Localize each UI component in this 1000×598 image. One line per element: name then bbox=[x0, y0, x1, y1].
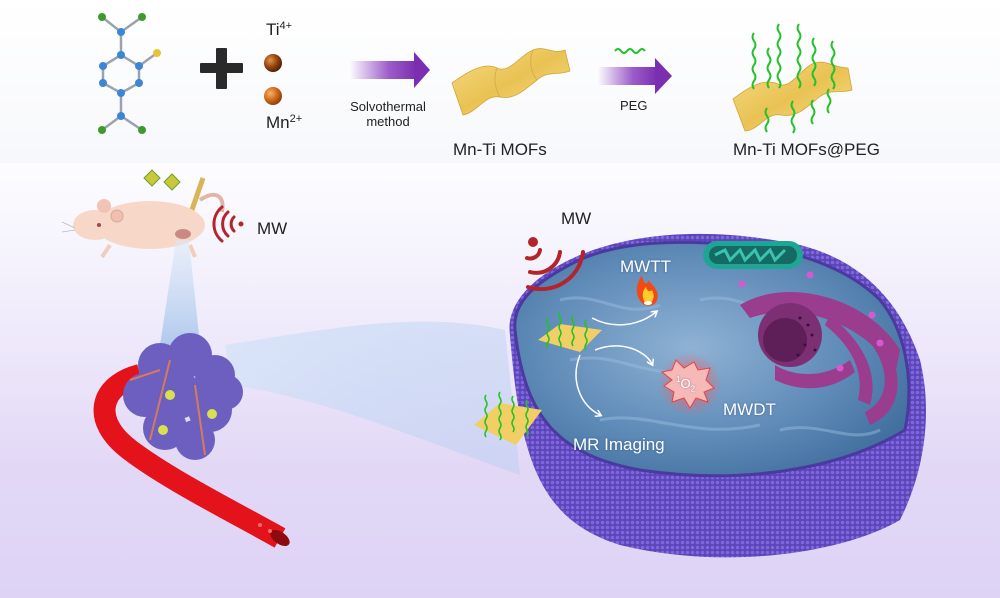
mof-in-cell-icon bbox=[538, 311, 602, 352]
tumor-cluster-icon bbox=[123, 333, 243, 460]
mn-ti-mofs-label: Mn-Ti MOFs bbox=[453, 140, 547, 159]
arrow-to-singlet-oxygen bbox=[594, 345, 652, 364]
mwdt-label: MWDT bbox=[723, 400, 776, 419]
ligand-molecule-icon bbox=[98, 13, 161, 134]
cell-mw-label: MW bbox=[561, 209, 592, 228]
solvothermal-label: Solvothermal method bbox=[338, 99, 438, 129]
tumor-site-icon bbox=[175, 229, 191, 239]
mof-peg-icon bbox=[732, 23, 853, 134]
solvothermal-arrow-icon bbox=[349, 52, 430, 88]
peg-arrow-icon bbox=[597, 58, 672, 94]
mwtt-label: MWTT bbox=[620, 257, 671, 276]
mr-imaging-label: MR Imaging bbox=[573, 435, 665, 454]
ti-ion-label: Ti4+ bbox=[266, 20, 292, 40]
singlet-oxygen-burst-icon bbox=[658, 352, 722, 416]
solvothermal-label-line2: method bbox=[366, 114, 410, 129]
zoom-beam-tumor-to-cell bbox=[225, 321, 520, 475]
singlet-oxygen-label: 1O2 bbox=[676, 375, 695, 394]
injected-nanoparticles-icon bbox=[143, 169, 181, 191]
mouse-icon bbox=[61, 192, 225, 259]
mof-sheet-icon bbox=[451, 48, 571, 116]
mitochondria-icon bbox=[703, 241, 803, 269]
metal-ions-icon bbox=[264, 54, 282, 105]
mn-symbol: Mn bbox=[266, 113, 290, 133]
peg-chain-icon bbox=[614, 48, 646, 54]
ti-symbol: Ti bbox=[266, 20, 280, 40]
zoom-beam-mouse-to-tumor bbox=[160, 240, 200, 345]
flame-icon bbox=[636, 275, 658, 306]
plus-icon bbox=[200, 48, 243, 89]
arrow-to-mr-imaging bbox=[575, 354, 600, 415]
ti-charge: 4+ bbox=[279, 20, 293, 32]
peg-label: PEG bbox=[620, 98, 648, 113]
singlet-oxygen-symbol: O bbox=[680, 376, 691, 391]
solvothermal-label-line1: Solvothermal bbox=[350, 99, 426, 114]
mn-ion-label: Mn2+ bbox=[266, 113, 302, 133]
pathway-arrows bbox=[575, 312, 656, 415]
singlet-oxygen-superscript: 1 bbox=[676, 375, 681, 384]
mn-charge: 2+ bbox=[289, 113, 303, 125]
mof-at-membrane-icon bbox=[474, 391, 542, 445]
singlet-oxygen-subscript: 2 bbox=[690, 384, 696, 394]
nucleus-and-er-icon bbox=[738, 271, 900, 425]
arrow-to-mwtt bbox=[591, 312, 656, 326]
mouse-mw-label: MW bbox=[257, 219, 288, 238]
blood-vessel-icon bbox=[93, 364, 290, 548]
mn-ti-mofs-peg-label: Mn-Ti MOFs@PEG bbox=[733, 140, 880, 159]
cell-microwave-icon bbox=[525, 237, 585, 292]
mouse-microwave-icon bbox=[212, 205, 244, 243]
